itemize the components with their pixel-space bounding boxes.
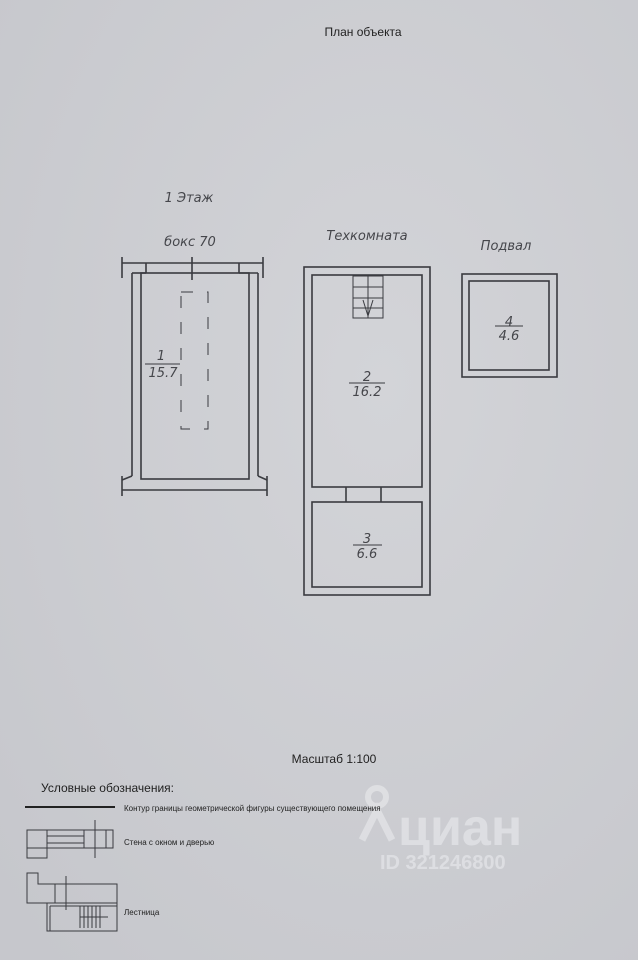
tech-room-plan: Техкомната 2 16.2 3 6.6 (303, 229, 431, 596)
legend-item-wall: Стена с окном и дверью (124, 838, 214, 847)
legend-item-stairs: Лестница (124, 908, 160, 917)
section-label-box: бокс 70 (164, 235, 216, 250)
section-label-basement: Подвал (481, 239, 532, 254)
room-2-area: 16.2 (353, 385, 382, 400)
floor-label: 1 Этаж (165, 191, 214, 206)
room-3-number: 3 (363, 532, 371, 547)
legend-title: Условные обозначения: (41, 781, 174, 795)
room-2-number: 2 (363, 370, 371, 385)
legend-wall-symbol (26, 820, 114, 859)
room-3-area: 6.6 (357, 547, 378, 562)
staircase-icon (352, 275, 384, 319)
room-1-number: 1 (157, 349, 165, 364)
room-1-area: 15.7 (149, 366, 179, 381)
section-label-tech: Техкомната (326, 229, 407, 244)
room-4-area: 4.6 (499, 329, 520, 344)
room-4-number: 4 (505, 315, 513, 330)
box-70-plan: бокс 70 1 15.7 (121, 235, 268, 496)
scale-label: Масштаб 1:100 (292, 752, 377, 766)
watermark-brand: циан (398, 799, 522, 857)
plan-title: План объекта (324, 25, 401, 39)
legend: Условные обозначения: Контур границы гео… (25, 781, 381, 932)
legend-item-contour: Контур границы геометрической фигуры сущ… (124, 804, 381, 813)
basement-plan: Подвал 4 4.6 (461, 239, 558, 378)
legend-stair-symbol (26, 872, 118, 932)
watermark: циан ID 321246800 (358, 785, 522, 874)
watermark-id: ID 321246800 (380, 852, 506, 874)
